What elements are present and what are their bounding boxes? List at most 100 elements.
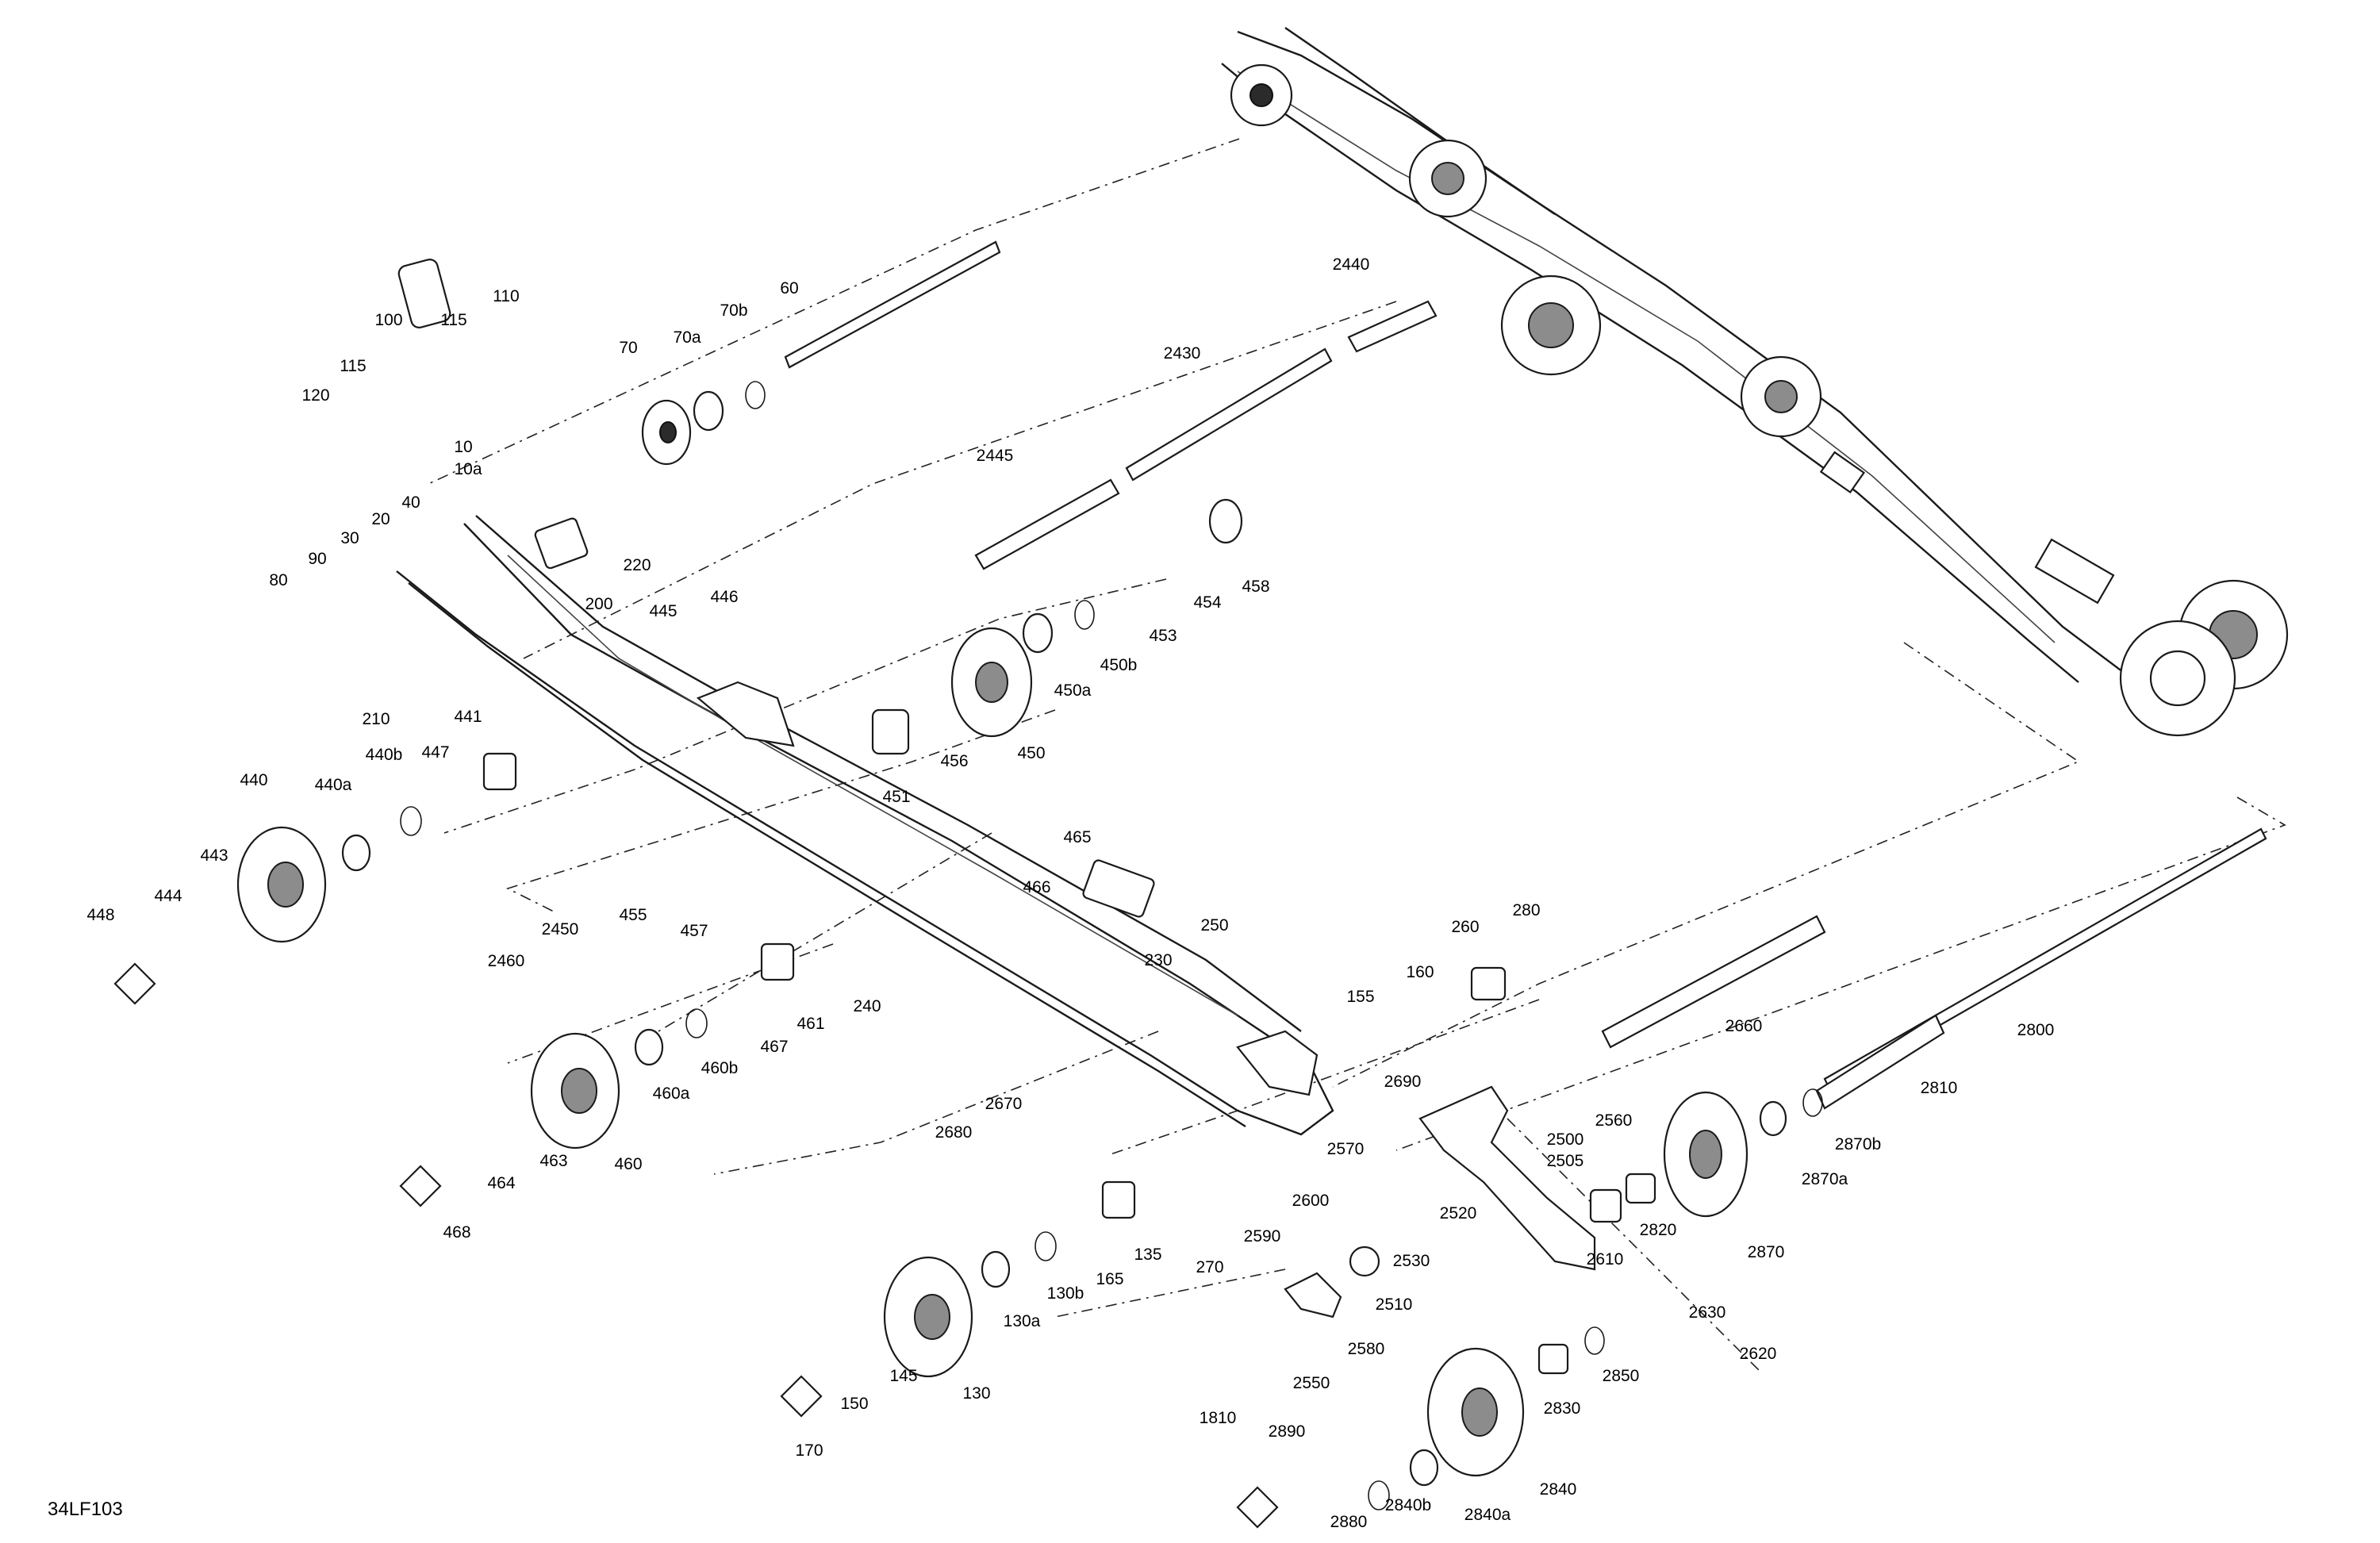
callout-2840: 2840 [1540,1480,1577,1499]
callout-240: 240 [853,997,881,1015]
callout-2870b: 2870b [1835,1135,1881,1153]
callout-450b: 450b [1100,656,1138,674]
callout-460b: 460b [701,1059,739,1077]
callout-2840b: 2840b [1385,1496,1431,1514]
callout-461: 461 [797,1015,824,1033]
callout-115: 115 [340,357,366,375]
callout-460a: 460a [653,1084,690,1103]
callout-115: 115 [440,311,466,329]
callout-60: 60 [780,279,798,297]
callout-155: 155 [1346,988,1374,1006]
callout-2850: 2850 [1603,1367,1640,1385]
shafts [784,240,2267,1110]
callout-443: 443 [200,846,228,865]
callout-130b: 130b [1047,1284,1084,1303]
callout-440b: 440b [366,746,403,764]
callout-465: 465 [1063,828,1091,846]
callout-466: 466 [1023,878,1050,896]
small-parts [113,259,1823,1529]
callout-456: 456 [940,752,968,770]
callout-2600: 2600 [1292,1192,1330,1210]
callout-70a: 70a [673,328,701,347]
callout-40: 40 [401,493,420,512]
callout-440a: 440a [315,776,352,794]
callout-2820: 2820 [1640,1221,1677,1239]
callout-2610: 2610 [1587,1250,1624,1269]
callout-2580: 2580 [1348,1340,1385,1358]
callout-446: 446 [710,588,738,606]
wheels [236,399,1749,1477]
callout-10: 10 [454,438,472,456]
callout-2530: 2530 [1393,1252,1430,1270]
callout-440: 440 [240,771,267,789]
callout-1810: 1810 [1200,1409,1237,1427]
callout-451: 451 [882,788,910,806]
callout-2505: 2505 [1547,1152,1584,1170]
callout-460: 460 [614,1155,642,1173]
callout-2630: 2630 [1689,1303,1726,1322]
callout-70b: 70b [720,301,747,320]
callout-2660: 2660 [1726,1017,1763,1035]
callout-441: 441 [454,708,482,726]
callout-450a: 450a [1054,681,1092,700]
callout-2620: 2620 [1740,1345,1777,1363]
callout-447: 447 [421,743,449,762]
callout-463: 463 [539,1152,567,1170]
callout-2430: 2430 [1164,344,1201,363]
callout-220: 220 [623,556,651,574]
callout-260: 260 [1451,918,1479,936]
callout-100: 100 [374,311,402,329]
callout-210: 210 [362,710,390,728]
callout-30: 30 [340,529,359,547]
callout-130a: 130a [1004,1312,1041,1330]
callout-2690: 2690 [1384,1073,1422,1091]
callout-2450: 2450 [542,920,579,938]
callout-2670: 2670 [985,1095,1023,1113]
callout-250: 250 [1200,916,1228,935]
callout-2445: 2445 [977,447,1014,465]
callout-165: 165 [1096,1270,1123,1288]
callout-20: 20 [371,510,390,528]
callout-468: 468 [443,1223,470,1242]
callout-270: 270 [1196,1258,1223,1276]
callout-70: 70 [619,339,637,357]
callout-170: 170 [795,1441,823,1460]
callout-150: 150 [840,1395,868,1413]
callout-467: 467 [760,1038,788,1056]
assembly-centerlines [428,138,2286,1373]
callout-445: 445 [649,602,677,620]
assembled-rail-frame [1221,27,2289,737]
rail-runner [396,515,1334,1136]
callout-230: 230 [1144,951,1172,969]
callout-2890: 2890 [1269,1422,1306,1441]
callout-145: 145 [889,1367,917,1385]
callout-10a: 10a [454,460,482,478]
callout-2520: 2520 [1440,1204,1477,1223]
callout-2870a: 2870a [1802,1170,1848,1188]
callout-2590: 2590 [1244,1227,1281,1246]
callout-2870: 2870 [1748,1243,1785,1261]
callout-2840a: 2840a [1464,1506,1511,1524]
callout-455: 455 [619,906,647,924]
callout-454: 454 [1193,593,1221,612]
figure-id: 34LF103 [48,1499,123,1520]
callout-2500: 2500 [1547,1130,1584,1149]
callout-444: 444 [154,887,182,905]
callout-2680: 2680 [935,1123,973,1142]
callout-80: 80 [269,571,287,589]
callout-120: 120 [301,386,329,405]
callout-464: 464 [487,1174,515,1192]
callout-2570: 2570 [1327,1140,1365,1158]
callout-200: 200 [585,595,612,613]
callout-130: 130 [962,1384,990,1403]
callout-457: 457 [680,922,708,940]
callout-453: 453 [1149,627,1177,645]
callout-110: 110 [493,287,519,305]
callout-2560: 2560 [1595,1111,1633,1130]
callout-90: 90 [308,550,326,568]
callout-2880: 2880 [1330,1513,1368,1531]
callout-2830: 2830 [1544,1399,1581,1418]
callout-2510: 2510 [1376,1295,1413,1314]
